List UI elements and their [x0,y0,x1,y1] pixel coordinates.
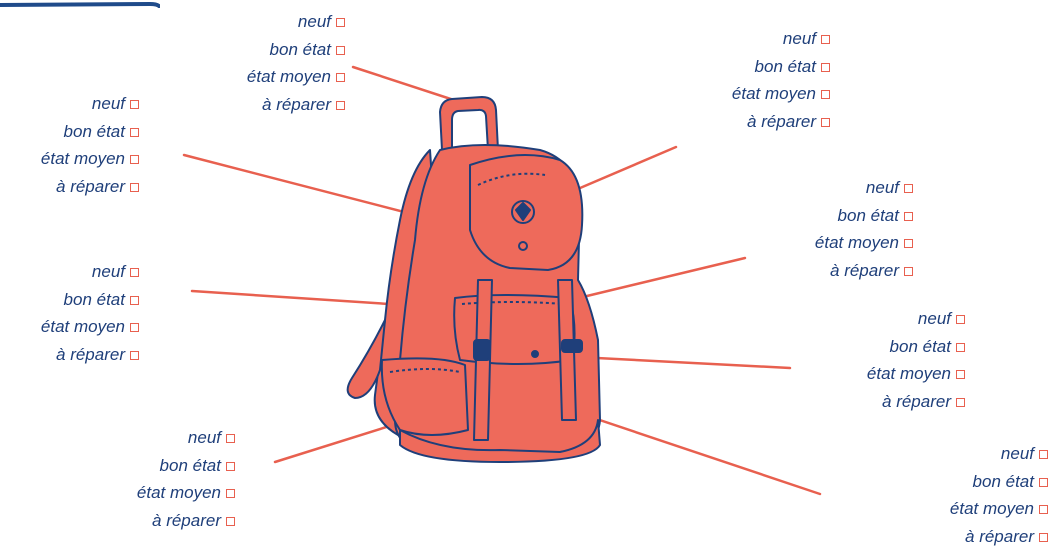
option-etat-moyen: état moyen [0,313,139,341]
buckle-left-icon [474,340,490,360]
option-a-reparer: à réparer [175,91,345,119]
checkbox-icon[interactable] [130,323,139,332]
option-bon-etat: bon état [0,286,139,314]
checkbox-icon[interactable] [130,100,139,109]
option-etat-moyen: état moyen [743,229,913,257]
option-a-reparer: à réparer [0,341,139,369]
option-bon-etat: bon état [0,118,139,146]
checkbox-icon[interactable] [956,343,965,352]
label-group-front-pocket: neuf bon état état moyen à réparer [795,305,965,415]
option-bon-etat: bon état [795,333,965,361]
checkbox-icon[interactable] [904,239,913,248]
option-etat-moyen: état moyen [0,145,139,173]
checkbox-icon[interactable] [130,128,139,137]
leader-line-shoulder-strap [184,155,408,213]
option-a-reparer: à réparer [0,173,139,201]
option-bon-etat: bon état [878,468,1048,496]
buckle-right-icon [562,340,582,352]
option-neuf: neuf [0,90,139,118]
checkbox-icon[interactable] [956,370,965,379]
option-etat-moyen: état moyen [795,360,965,388]
checkbox-icon[interactable] [956,398,965,407]
option-bon-etat: bon état [175,36,345,64]
option-a-reparer: à réparer [65,507,235,535]
backpack-handle-icon [440,97,498,150]
checkbox-icon[interactable] [226,489,235,498]
label-group-side-pocket: neuf bon état état moyen à réparer [65,424,235,534]
option-neuf: neuf [65,424,235,452]
option-bon-etat: bon état [65,452,235,480]
checkbox-icon[interactable] [130,268,139,277]
front-pocket-icon [454,295,574,364]
checkbox-icon[interactable] [130,155,139,164]
checkbox-icon[interactable] [1039,450,1048,459]
option-neuf: neuf [795,305,965,333]
checkbox-icon[interactable] [1039,505,1048,514]
checkbox-icon[interactable] [821,118,830,127]
label-group-side-strap: neuf bon état état moyen à réparer [0,258,139,368]
option-etat-moyen: état moyen [175,63,345,91]
checkbox-icon[interactable] [956,315,965,324]
checkbox-icon[interactable] [226,434,235,443]
option-neuf: neuf [0,258,139,286]
checkbox-icon[interactable] [336,18,345,27]
checkbox-icon[interactable] [130,351,139,360]
checkbox-icon[interactable] [336,101,345,110]
option-a-reparer: à réparer [795,388,965,416]
option-neuf: neuf [878,440,1048,468]
option-etat-moyen: état moyen [660,80,830,108]
backpack [348,97,600,462]
checkbox-icon[interactable] [904,184,913,193]
checkbox-icon[interactable] [336,73,345,82]
checkbox-icon[interactable] [130,183,139,192]
label-group-buckle-strap: neuf bon état état moyen à réparer [743,174,913,284]
leader-line-top-handle [353,67,463,103]
checkbox-icon[interactable] [904,212,913,221]
label-group-shoulder-strap: neuf bon état état moyen à réparer [0,90,139,200]
leader-line-flap [566,147,676,194]
checkbox-icon[interactable] [904,267,913,276]
leader-line-side-strap [192,291,389,304]
checkbox-icon[interactable] [1039,478,1048,487]
option-bon-etat: bon état [660,53,830,81]
checkbox-icon[interactable] [226,517,235,526]
option-a-reparer: à réparer [660,108,830,136]
option-etat-moyen: état moyen [878,495,1048,523]
label-group-flap: neuf bon état état moyen à réparer [660,25,830,135]
option-neuf: neuf [175,8,345,36]
leader-line-buckle-strap [562,258,745,302]
checkbox-icon[interactable] [1039,533,1048,542]
label-group-bottom: neuf bon état état moyen à réparer [878,440,1048,550]
option-bon-etat: bon état [743,202,913,230]
checkbox-icon[interactable] [821,63,830,72]
checkbox-icon[interactable] [130,296,139,305]
option-etat-moyen: état moyen [65,479,235,507]
label-group-top-handle: neuf bon état état moyen à réparer [175,8,345,118]
checkbox-icon[interactable] [821,90,830,99]
checkbox-icon[interactable] [821,35,830,44]
option-neuf: neuf [660,25,830,53]
checkbox-icon[interactable] [226,462,235,471]
option-a-reparer: à réparer [743,257,913,285]
checkbox-icon[interactable] [336,46,345,55]
option-neuf: neuf [743,174,913,202]
option-a-reparer: à réparer [878,523,1048,550]
